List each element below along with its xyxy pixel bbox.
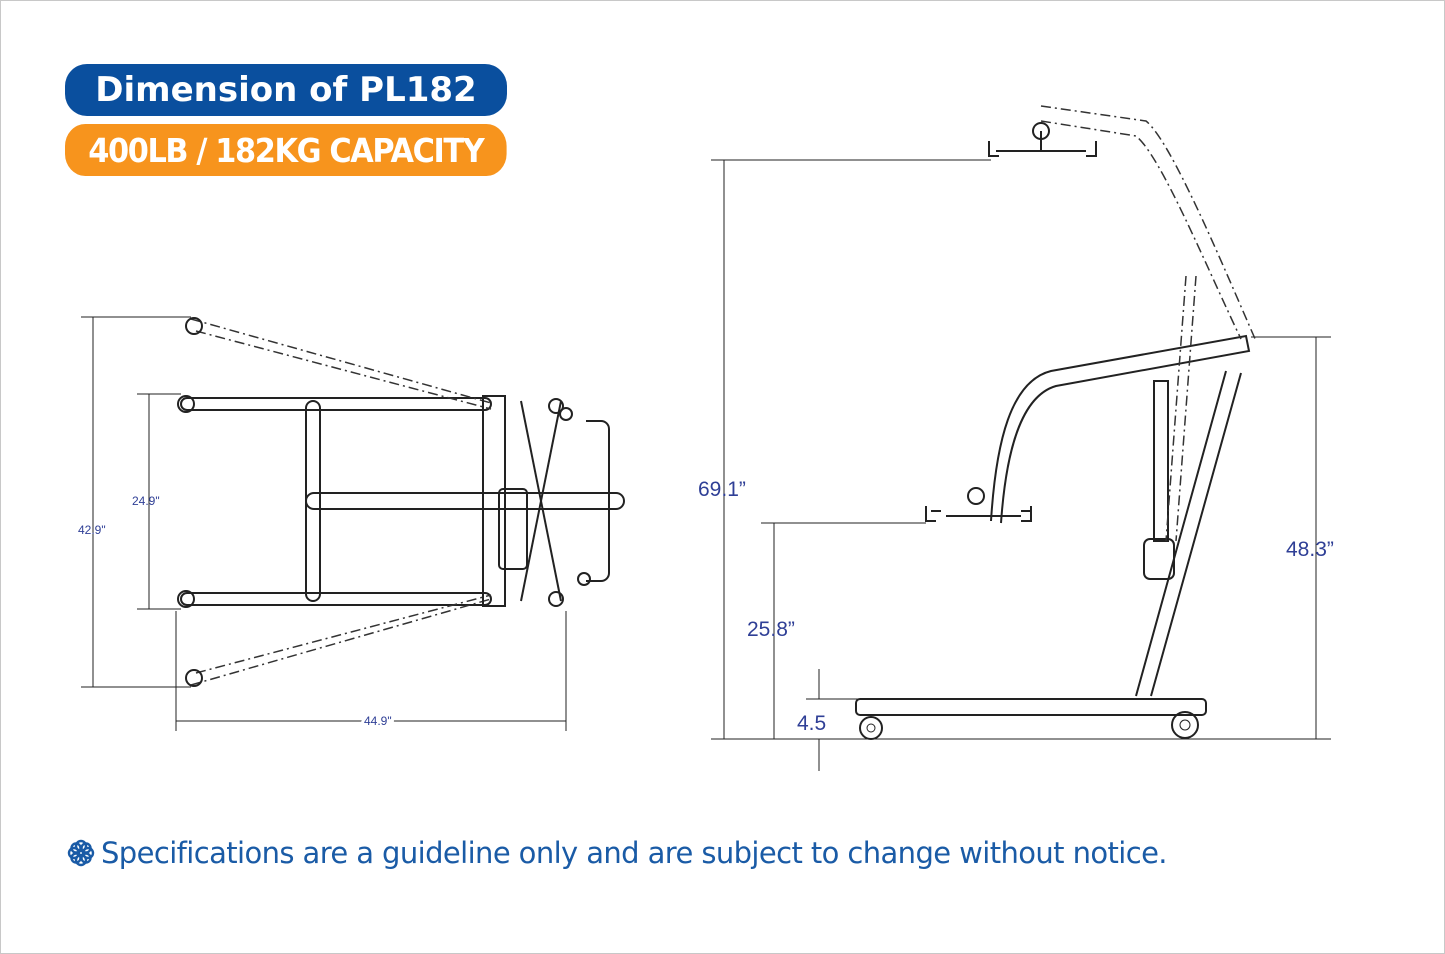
mast-height-label: 48.3” (1286, 538, 1334, 561)
capacity-banner: 400LB / 182KG CAPACITY (65, 124, 507, 176)
length-label: 44.9" (364, 714, 392, 728)
disclaimer-text: Specifications are a guideline only and … (101, 836, 1168, 870)
side-view-drawing (711, 105, 1331, 771)
flower-icon (67, 839, 95, 867)
overall-width-label: 42.9" (78, 523, 106, 537)
base-clearance-label: 4.5 (797, 712, 826, 735)
max-height-label: 69.1” (698, 478, 746, 501)
inner-width-label: 24.9" (132, 494, 160, 508)
min-height-label: 25.8” (747, 618, 795, 641)
top-view-drawing (81, 316, 625, 731)
disclaimer: Specifications are a guideline only and … (67, 836, 1168, 870)
title-banner: Dimension of PL182 (65, 64, 507, 116)
